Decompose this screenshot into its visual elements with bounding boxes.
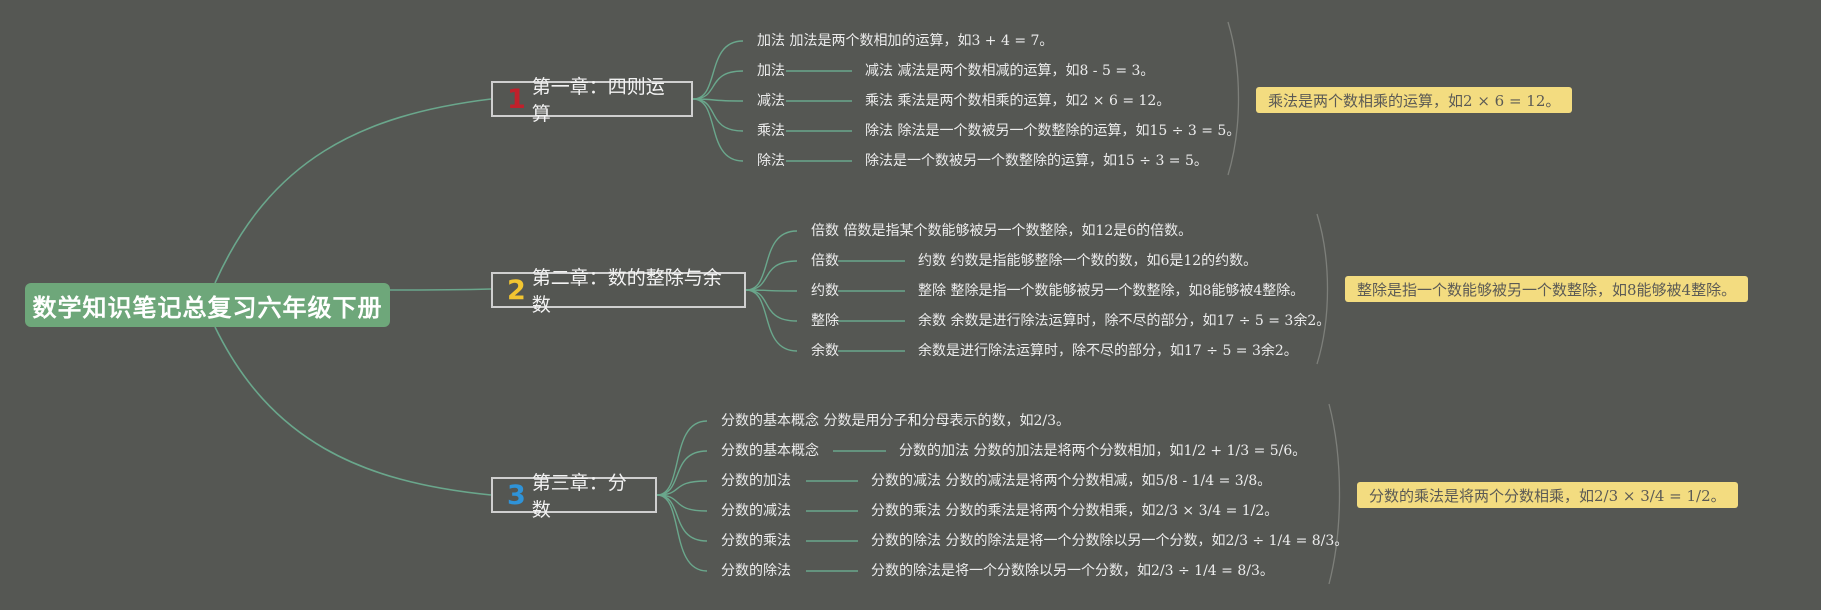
ch3-branch-3	[656, 480, 708, 496]
ch3-summary-bracket	[1328, 403, 1341, 585]
ch3-row-2-right[interactable]: 分数的加法 分数的加法是将两个分数相加，如1/2 + 1/3 = 5/6。	[899, 443, 1307, 459]
ch2-row-4-right[interactable]: 余数 余数是进行除法运算时，除不尽的部分，如17 ÷ 5 = 3余2。	[918, 313, 1331, 329]
ch1-row-5-left[interactable]: 除法	[757, 153, 785, 169]
ch3-row-2-left[interactable]: 分数的基本概念	[721, 443, 819, 459]
ch3-branch-5	[656, 494, 708, 542]
ch1-row-2-right[interactable]: 减法 减法是两个数相减的运算，如8 - 5 = 3。	[865, 63, 1155, 79]
ch3-row-1-left[interactable]: 分数的基本概念 分数是用分子和分母表示的数，如2/3。	[721, 413, 1070, 429]
ch1-row-3-right[interactable]: 乘法 乘法是两个数相乘的运算，如2 × 6 = 12。	[865, 93, 1171, 109]
ch1-branch-5	[692, 98, 744, 162]
chapter-1-number: 1	[507, 83, 526, 115]
ch2-branch-3	[745, 289, 798, 292]
ch3-row-5-right[interactable]: 分数的除法 分数的除法是将一个分数除以另一个分数，如2/3 ÷ 1/4 = 8/…	[871, 533, 1349, 549]
ch3-highlight-note[interactable]: 分数的乘法是将两个分数相乘，如2/3 × 3/4 = 1/2。	[1357, 482, 1738, 508]
chapter-3-topic[interactable]: 3 第三章：分数	[491, 472, 657, 521]
root-to-chapter-1-line	[214, 98, 492, 284]
ch3-row-6-left[interactable]: 分数的除法	[721, 563, 791, 579]
chapter-3-number: 3	[507, 479, 526, 511]
ch1-row-5-right[interactable]: 除法是一个数被另一个数整除的运算，如15 ÷ 3 = 5。	[865, 153, 1208, 169]
ch1-summary-bracket	[1227, 21, 1240, 176]
ch3-row-6-right[interactable]: 分数的除法是将一个分数除以另一个分数，如2/3 ÷ 1/4 = 8/3。	[871, 563, 1274, 579]
ch1-branch-1	[692, 40, 744, 100]
ch3-branch-2	[656, 450, 708, 496]
ch2-row-3-right[interactable]: 整除 整除是指一个数能够被另一个数整除，如8能够被4整除。	[918, 283, 1305, 299]
ch2-highlight-note[interactable]: 整除是指一个数能够被另一个数整除，如8能够被4整除。	[1345, 276, 1749, 302]
ch1-row-4-right[interactable]: 除法 除法是一个数被另一个数整除的运算，如15 ÷ 3 = 5。	[865, 123, 1241, 139]
chapter-2-topic[interactable]: 2 第二章：数的整除与余数	[491, 267, 746, 316]
ch1-branch-2	[692, 70, 744, 100]
chapter-3-title: 第三章：分数	[531, 472, 627, 521]
ch2-row-4-left[interactable]: 整除	[811, 313, 839, 329]
ch3-branch-1	[656, 420, 708, 496]
ch2-row-2-right[interactable]: 约数 约数是指能够整除一个数的数，如6是12的约数。	[918, 253, 1258, 269]
ch3-row-3-right[interactable]: 分数的减法 分数的减法是将两个分数相减，如5/8 - 1/4 = 3/8。	[871, 473, 1272, 489]
chapter-2-title: 第二章：数的整除与余数	[531, 267, 722, 316]
ch3-row-3-left[interactable]: 分数的加法	[721, 473, 791, 489]
ch2-branch-5	[745, 289, 798, 352]
ch2-branch-2	[745, 260, 798, 291]
chapter-1-title: 第一章：四则运算	[531, 76, 665, 125]
ch3-row-4-right[interactable]: 分数的乘法 分数的乘法是将两个分数相乘，如2/3 × 3/4 = 1/2。	[871, 503, 1279, 519]
root-to-chapter-2-line	[389, 288, 492, 291]
root-to-chapter-3-line	[214, 326, 492, 496]
ch2-row-5-right[interactable]: 余数是进行除法运算时，除不尽的部分，如17 ÷ 5 = 3余2。	[918, 343, 1298, 359]
ch1-row-2-left[interactable]: 加法	[757, 63, 785, 79]
ch2-row-3-left[interactable]: 约数	[811, 283, 839, 299]
ch1-row-1-left[interactable]: 加法 加法是两个数相加的运算，如3 + 4 = 7。	[757, 33, 1054, 49]
ch1-branch-4	[692, 98, 744, 132]
chapter-1-topic[interactable]: 1 第一章：四则运算	[491, 76, 693, 125]
ch3-branch-6	[656, 494, 708, 572]
ch3-branch-4	[656, 494, 708, 512]
ch2-row-1-left[interactable]: 倍数 倍数是指某个数能够被另一个数整除，如12是6的倍数。	[811, 223, 1193, 239]
ch2-row-2-left[interactable]: 倍数	[811, 253, 839, 269]
root-topic[interactable]: 数学知识笔记总复习六年级下册	[25, 283, 390, 327]
ch2-branch-1	[745, 230, 798, 291]
ch3-row-4-left[interactable]: 分数的减法	[721, 503, 791, 519]
chapter-2-number: 2	[507, 274, 526, 306]
ch1-highlight-note[interactable]: 乘法是两个数相乘的运算，如2 × 6 = 12。	[1256, 87, 1573, 113]
ch1-row-3-left[interactable]: 减法	[757, 93, 785, 109]
ch3-row-5-left[interactable]: 分数的乘法	[721, 533, 791, 549]
ch2-summary-bracket	[1316, 213, 1329, 365]
ch1-branch-3	[692, 98, 744, 102]
ch2-row-5-left[interactable]: 余数	[811, 343, 839, 359]
ch2-branch-4	[745, 289, 798, 322]
ch1-row-4-left[interactable]: 乘法	[757, 123, 785, 139]
